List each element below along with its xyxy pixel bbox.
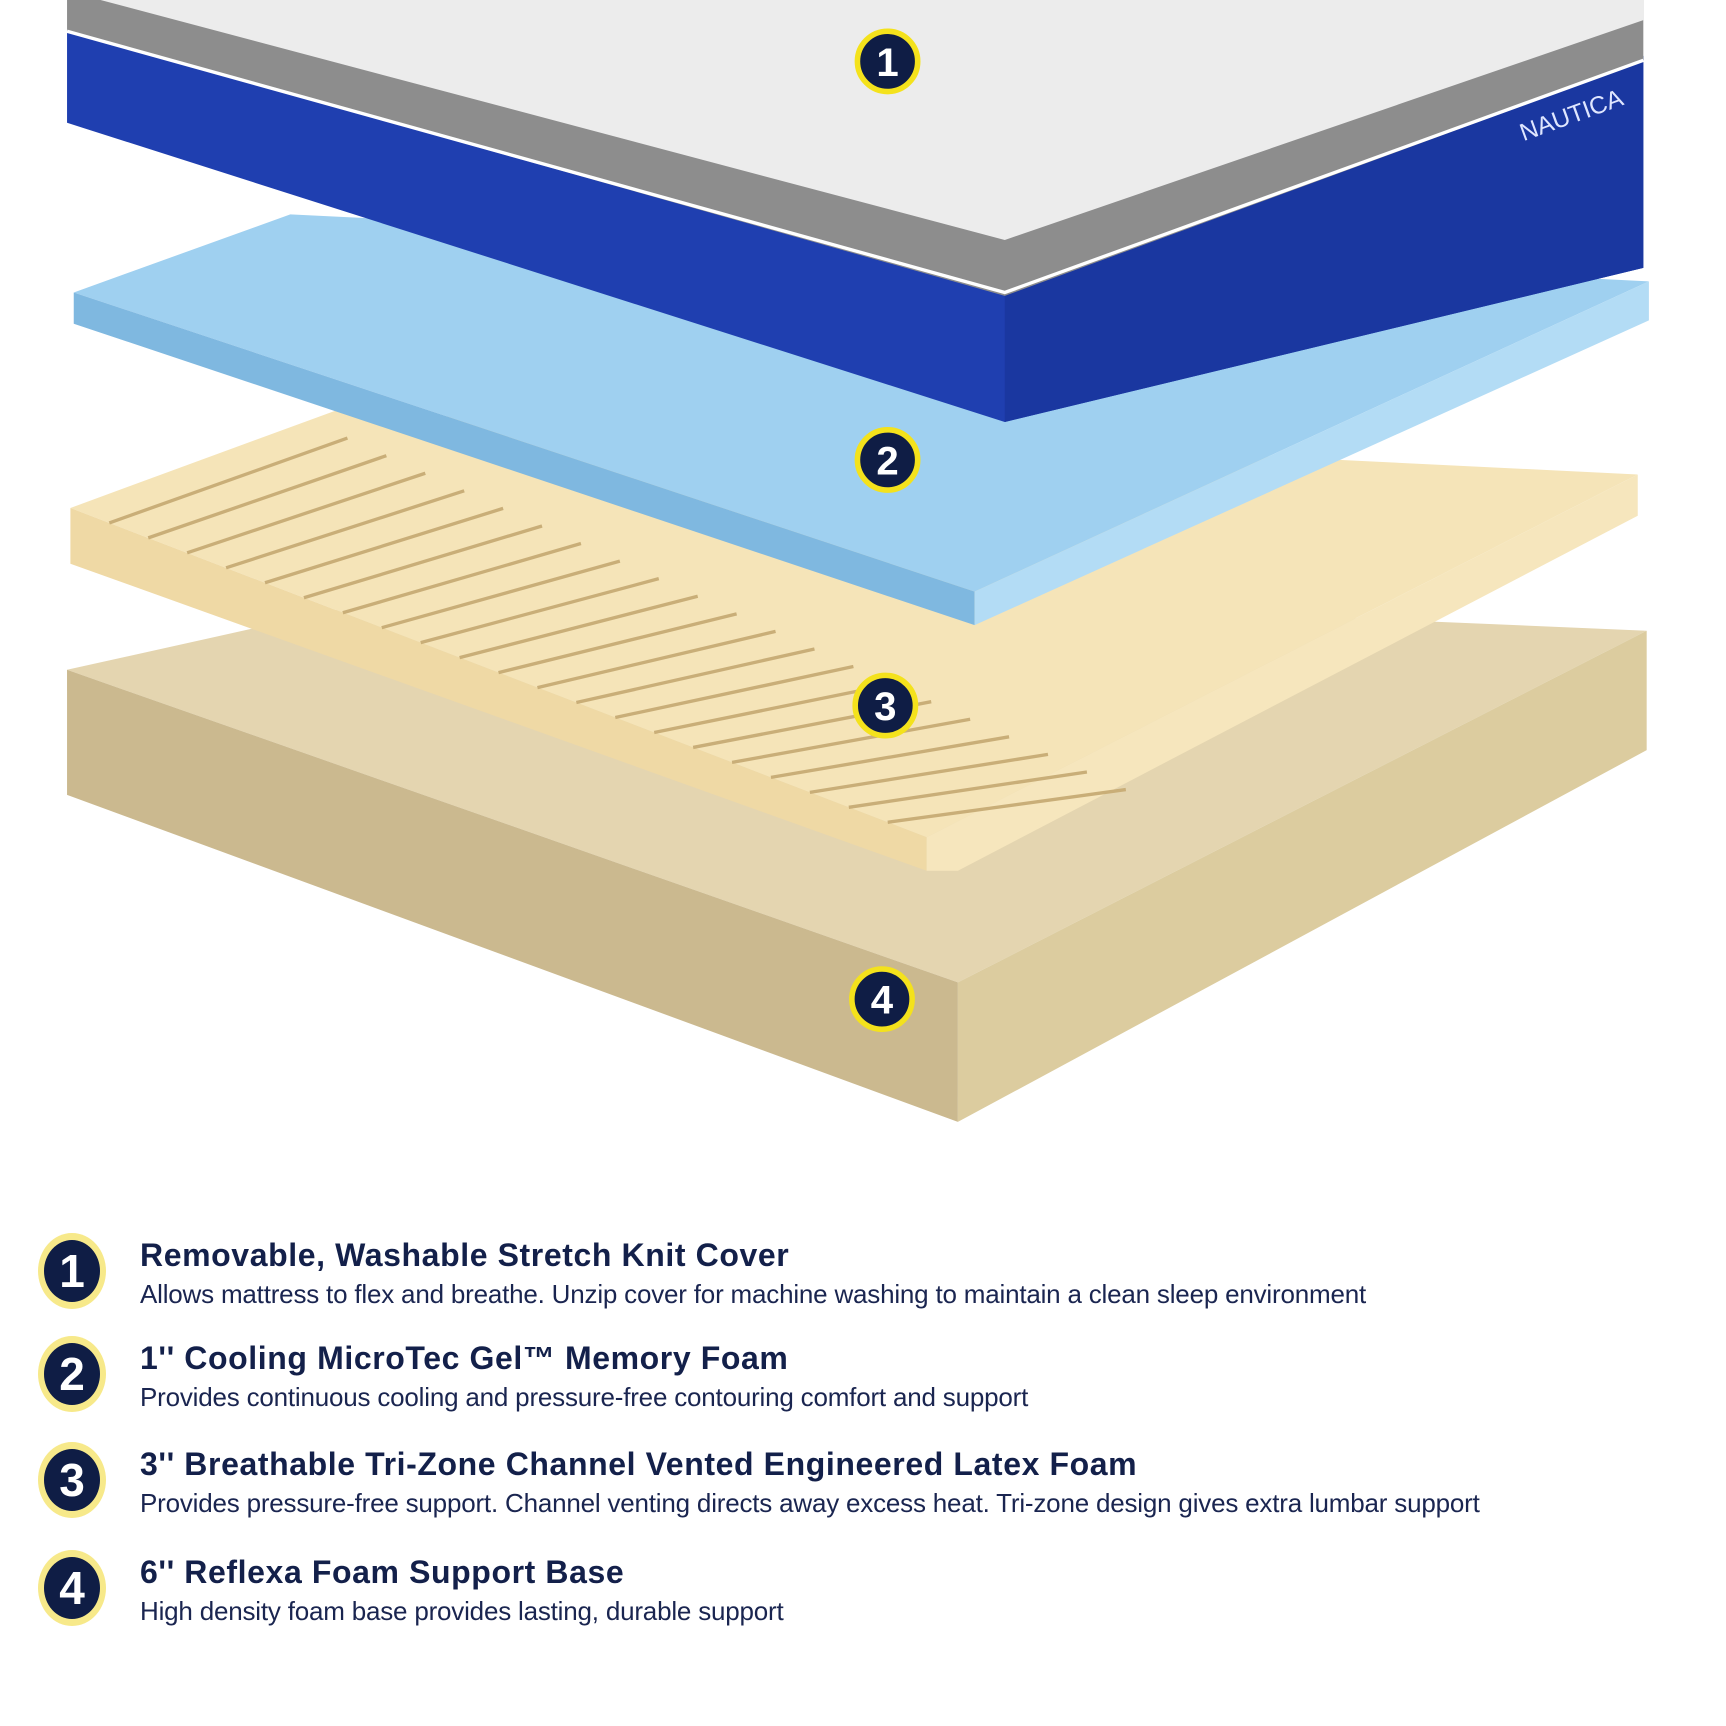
legend-title: 3'' Breathable Tri-Zone Channel Vented E… — [140, 1446, 1138, 1482]
vent-channel — [186, 471, 426, 555]
vent-channel — [537, 629, 776, 690]
number-badge: 4 — [38, 1550, 106, 1626]
vent-channel — [420, 577, 660, 645]
vent-channel — [381, 559, 621, 630]
legend-title: 1'' Cooling MicroTec Gel™ Memory Foam — [140, 1340, 789, 1376]
vent-channel — [809, 752, 1049, 795]
vent-channel — [887, 787, 1127, 824]
number-badge: 3 — [38, 1442, 106, 1518]
vent-channel — [147, 454, 387, 540]
legend-item-4: 4 6'' Reflexa Foam Support Base High den… — [0, 1550, 1726, 1654]
layer-1-knit-cover: NAUTICA — [66, 0, 1644, 422]
vent-channel — [303, 524, 543, 600]
legend-title: Removable, Washable Stretch Knit Cover — [140, 1237, 790, 1273]
vent-channel — [459, 594, 699, 660]
legend-item-1: 1 Removable, Washable Stretch Knit Cover… — [0, 1233, 1726, 1337]
legend-description: Provides pressure-free support. Channel … — [140, 1488, 1480, 1518]
number-badge: 2 — [38, 1336, 106, 1412]
diagram-badge-2: 2 — [854, 427, 921, 493]
layer-3-latex-foam — [70, 410, 1638, 871]
legend-item-3: 3 3'' Breathable Tri-Zone Channel Vented… — [0, 1442, 1726, 1546]
diagram-badge-4: 4 — [849, 966, 915, 1033]
vent-channel — [575, 647, 815, 705]
svg-text:3: 3 — [874, 684, 896, 729]
vent-channel — [770, 735, 1010, 780]
vent-channel — [342, 541, 582, 615]
vent-channel — [614, 664, 854, 720]
legend-description: Allows mattress to flex and breathe. Unz… — [140, 1279, 1366, 1309]
legend-description: Provides continuous cooling and pressure… — [140, 1382, 1029, 1412]
diagram-badge-1: 1 — [854, 28, 921, 95]
vent-channel — [108, 436, 348, 525]
svg-text:1: 1 — [876, 40, 898, 85]
vent-channel — [731, 717, 971, 765]
vent-channel — [264, 506, 504, 585]
legend-item-2: 2 1'' Cooling MicroTec Gel™ Memory Foam … — [0, 1336, 1726, 1440]
svg-text:2: 2 — [876, 438, 898, 483]
svg-text:4: 4 — [871, 978, 894, 1023]
vent-channel — [653, 682, 893, 735]
vent-channel — [225, 489, 465, 570]
vent-channel — [848, 770, 1088, 809]
number-badge: 1 — [38, 1233, 106, 1309]
diagram-badge-3: 3 — [852, 672, 919, 739]
vent-channel — [498, 612, 738, 675]
mattress-layers-illustration: NAUTICA 1 2 3 4 — [66, 0, 1649, 1122]
legend-title: 6'' Reflexa Foam Support Base — [140, 1554, 625, 1590]
legend-description: High density foam base provides lasting,… — [140, 1596, 784, 1626]
